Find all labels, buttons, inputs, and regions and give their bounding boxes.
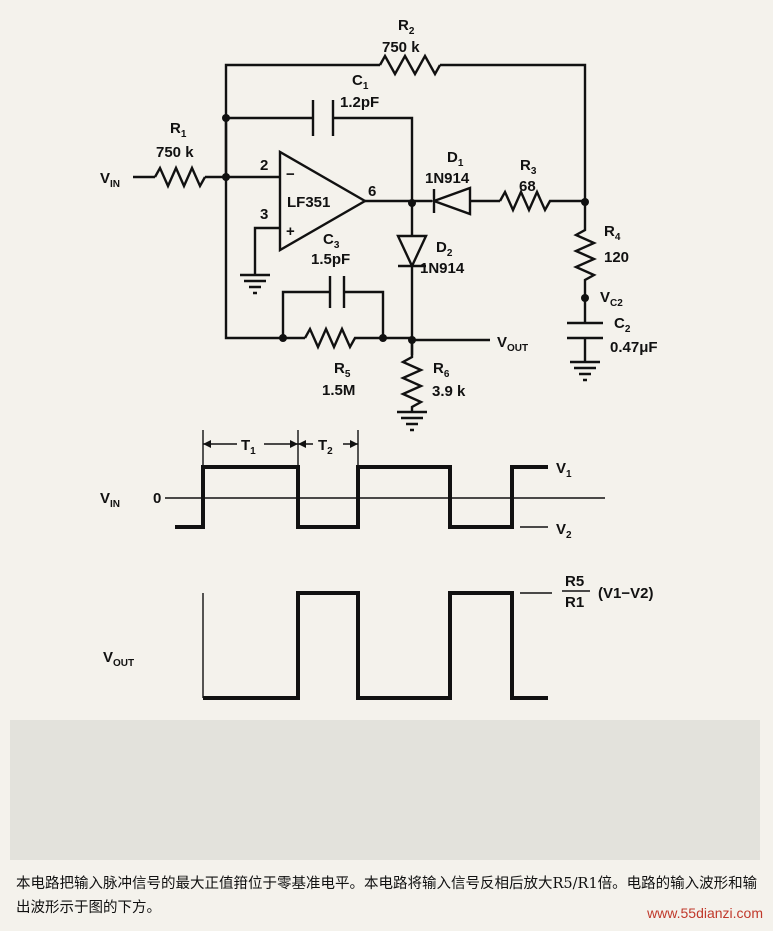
r6-value: 3.9 k: [432, 383, 466, 400]
vin-waveform: [175, 465, 548, 529]
watermark-text: www.55dianzi.com: [647, 905, 763, 921]
r2-value: 750 k: [382, 39, 420, 56]
show-through-texture: [10, 720, 760, 860]
t-dimension-lines: [202, 430, 359, 470]
vout-waveform: [203, 591, 548, 700]
gain-numerator: R5: [565, 573, 584, 590]
ground-symbol: [570, 360, 600, 382]
ground-symbol: [397, 410, 427, 432]
figure-caption: 本电路把输入脉冲信号的最大正值箝位于零基准电平。本电路将输入信号反相后放大R5/…: [16, 876, 758, 916]
r5-name: R5: [334, 360, 351, 380]
r4-resistor: [573, 202, 597, 300]
ground-symbol: [240, 273, 270, 295]
r3-value: 68: [519, 178, 536, 195]
c1-wire: [226, 116, 414, 205]
c2-value: 0.47μF: [610, 339, 658, 356]
c1-capacitor: [311, 100, 335, 136]
node-dot: [279, 334, 287, 342]
t1-label: T1: [241, 437, 256, 457]
r2-name: R2: [398, 17, 415, 37]
noninv-ground-wire: [253, 226, 280, 275]
pin-6: 6: [368, 183, 376, 200]
opamp-minus: −: [286, 166, 295, 183]
pin-3: 3: [260, 206, 268, 223]
vout-wave-label: VOUT: [103, 649, 134, 669]
c1-value: 1.2pF: [340, 94, 379, 111]
r4-name: R4: [604, 223, 621, 243]
r3-name: R3: [520, 157, 537, 177]
opamp-symbol: [278, 149, 368, 253]
c3-name: C3: [323, 231, 340, 251]
vout-label: VOUT: [497, 334, 528, 354]
inverting-node-wire: [224, 118, 305, 340]
vin-label: VIN: [100, 170, 120, 190]
node-dot: [581, 294, 589, 302]
opamp-label: LF351: [287, 194, 330, 211]
r5-value: 1.5M: [322, 382, 355, 399]
vc2-label: VC2: [600, 289, 623, 309]
gain-denominator: R1: [565, 594, 584, 611]
r4-value: 120: [604, 249, 629, 266]
t2-label: T2: [318, 437, 333, 457]
node-dot: [222, 173, 230, 181]
r1-name: R1: [170, 120, 187, 140]
node-dot: [222, 114, 230, 122]
d2-name: D2: [436, 239, 453, 259]
vin-zero-label: 0: [153, 490, 161, 507]
r1-resistor: [153, 165, 207, 189]
c1-name: C1: [352, 72, 369, 92]
c3-wire: [281, 290, 385, 338]
d1-name: D1: [447, 149, 464, 169]
r5-resistor: [303, 326, 412, 350]
c3-capacitor: [328, 276, 346, 308]
c2-capacitor: [567, 300, 603, 362]
r3-resistor: [498, 189, 585, 213]
v1-label: V1: [556, 460, 572, 480]
d1-diode: [430, 186, 472, 216]
c2-name: C2: [614, 315, 631, 335]
d1-value: 1N914: [425, 170, 470, 187]
pin-2: 2: [260, 157, 268, 174]
r2-resistor: [378, 53, 442, 77]
r1-value: 750 k: [156, 144, 194, 161]
r6-resistor: [400, 340, 424, 412]
c3-value: 1.5pF: [311, 251, 350, 268]
r6-name: R6: [433, 360, 450, 380]
d2-value: 1N914: [420, 260, 465, 277]
vin-wave-label: VIN: [100, 490, 120, 510]
v2-label: V2: [556, 521, 572, 541]
node-dot: [379, 334, 387, 342]
opamp-plus: +: [286, 223, 295, 240]
gain-expression: (V1−V2): [598, 585, 653, 602]
